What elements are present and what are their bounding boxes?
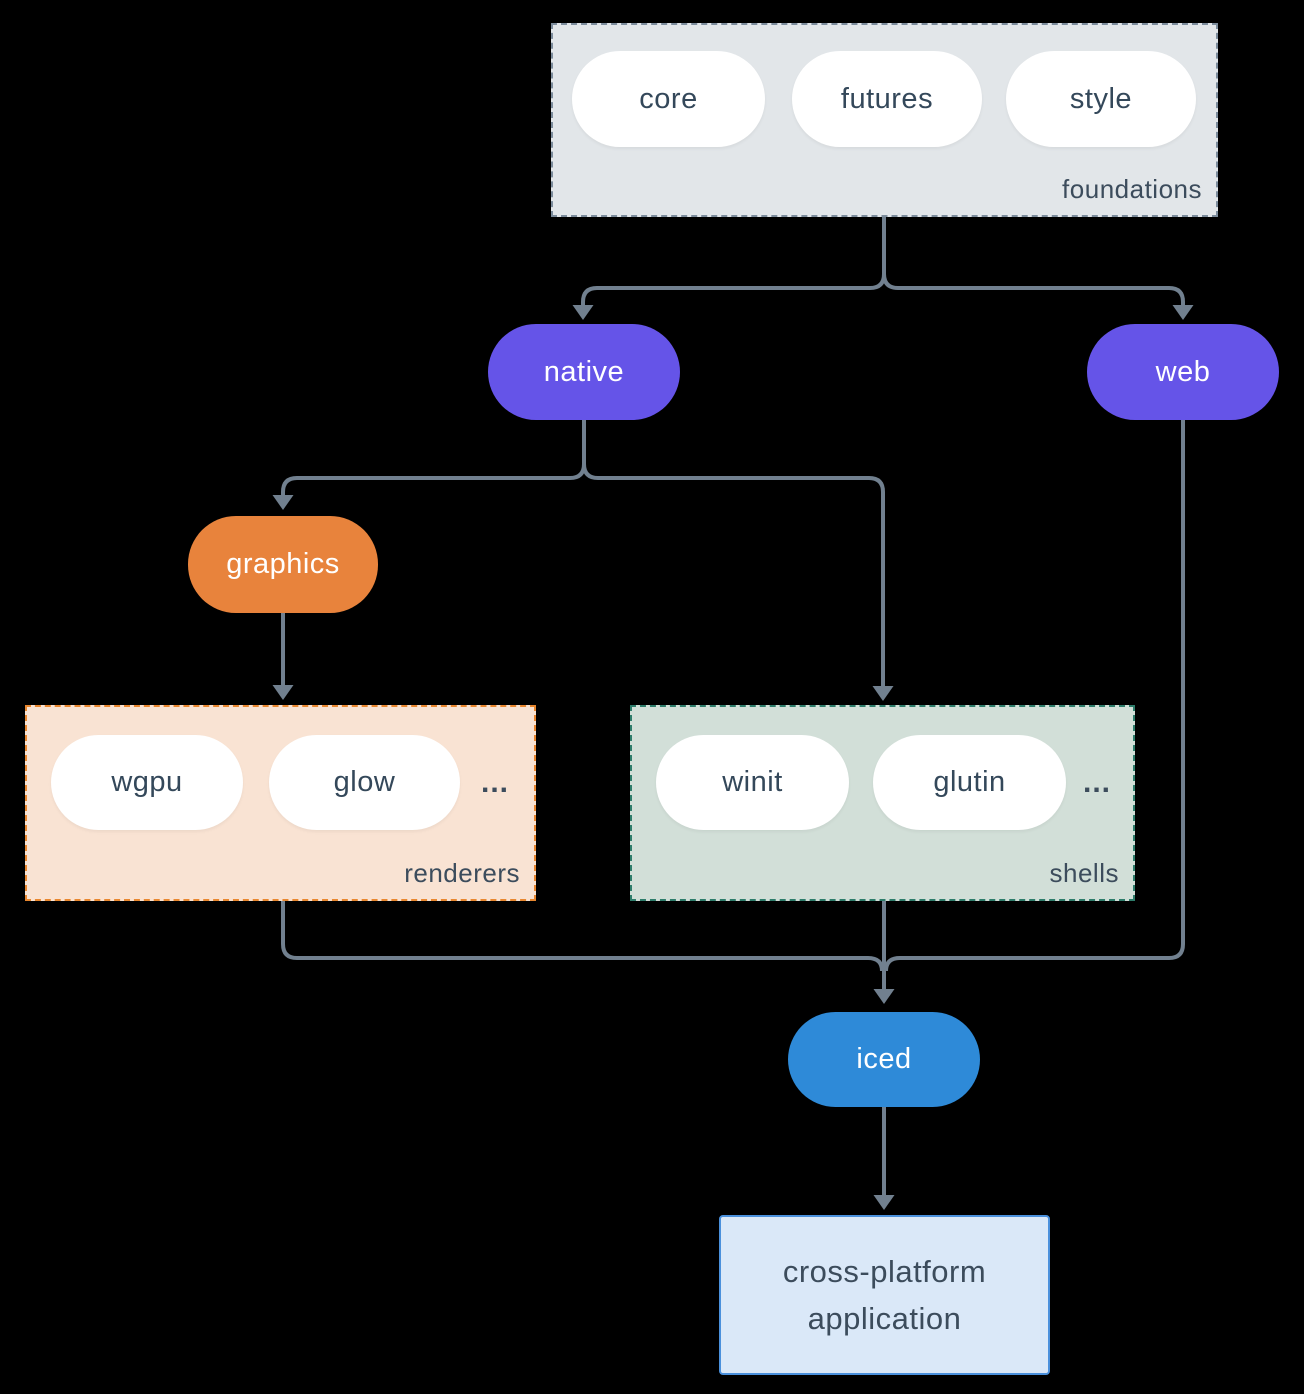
node-wgpu-label: wgpu xyxy=(111,766,183,798)
node-iced-label: iced xyxy=(856,1043,912,1075)
node-glow: glow xyxy=(269,735,460,830)
node-native: native xyxy=(488,324,680,420)
arrowhead-application xyxy=(873,1195,895,1210)
edge-foundations-native xyxy=(581,273,886,305)
node-graphics-label: graphics xyxy=(226,548,340,580)
node-style-label: style xyxy=(1069,82,1133,115)
node-futures-label: futures xyxy=(840,82,934,115)
renderers-ellipsis: ... xyxy=(480,765,509,799)
renderers-group-label: renderers xyxy=(404,858,520,888)
edge-foundations-web xyxy=(882,273,1185,305)
application-label-line2: application xyxy=(807,1301,962,1336)
node-graphics: graphics xyxy=(188,516,378,613)
edge-native-shells xyxy=(582,463,885,686)
node-winit-label: winit xyxy=(722,766,783,798)
arrowhead-iced xyxy=(873,989,895,1004)
node-wgpu: wgpu xyxy=(51,735,243,830)
node-cross-platform-application: cross-platform application xyxy=(719,1215,1050,1375)
foundations-group-box: core futures style foundations xyxy=(551,23,1218,217)
shells-group-label: shells xyxy=(1049,858,1119,888)
node-glutin: glutin xyxy=(873,735,1066,830)
edge-web-iced xyxy=(884,420,1185,972)
node-native-label: native xyxy=(543,355,625,388)
foundations-group-label: foundations xyxy=(1062,174,1202,204)
application-label-line1: cross-platform xyxy=(782,1254,987,1289)
arrowhead-shells xyxy=(872,686,894,701)
node-web-label: web xyxy=(1155,355,1211,388)
node-core-label: core xyxy=(639,82,698,115)
node-futures: futures xyxy=(792,51,982,147)
renderers-group-box: wgpu glow ... renderers xyxy=(25,705,536,901)
node-glutin-label: glutin xyxy=(933,766,1006,798)
node-style: style xyxy=(1006,51,1196,147)
arrowhead-graphics xyxy=(272,495,294,510)
node-web: web xyxy=(1087,324,1279,420)
node-core: core xyxy=(572,51,765,147)
shells-ellipsis: ... xyxy=(1082,765,1111,799)
arrowhead-renderers xyxy=(272,685,294,700)
node-iced: iced xyxy=(788,1012,980,1107)
node-glow-label: glow xyxy=(333,766,396,798)
node-winit: winit xyxy=(656,735,849,830)
edge-renderers-iced xyxy=(281,901,884,972)
arrowhead-native xyxy=(572,305,594,320)
edge-native-graphics xyxy=(281,463,586,495)
arrowhead-web xyxy=(1172,305,1194,320)
shells-group-box: winit glutin ... shells xyxy=(630,705,1135,901)
